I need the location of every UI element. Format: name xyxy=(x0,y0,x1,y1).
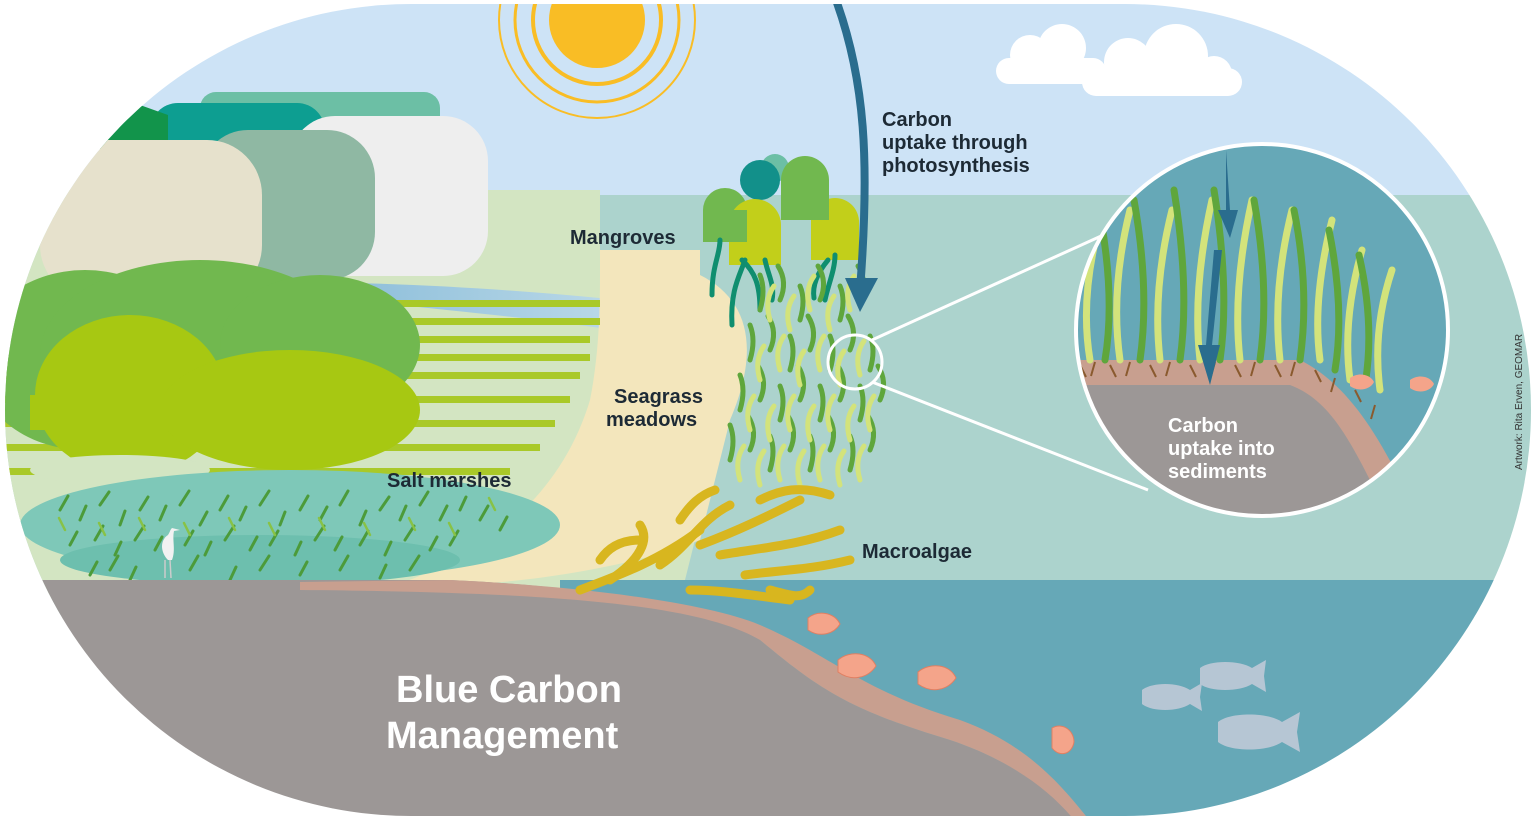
salt-marsh xyxy=(20,470,560,585)
label-seagrass-1: Seagrass xyxy=(614,386,703,408)
macroalgae-cluster xyxy=(575,485,855,605)
zoom-inset xyxy=(1074,142,1450,518)
label-sediment-2: uptake into xyxy=(1168,438,1275,460)
seafloor xyxy=(5,580,1080,816)
bushes xyxy=(5,260,420,485)
label-salt-marshes: Salt marshes xyxy=(387,470,512,492)
label-photosynthesis-2: uptake through xyxy=(882,132,1028,154)
cloud-icon xyxy=(996,24,1242,96)
label-mangroves: Mangroves xyxy=(570,227,676,249)
label-photosynthesis-1: Carbon xyxy=(882,109,952,131)
title-line-1: Blue Carbon xyxy=(396,669,622,711)
label-macroalgae: Macroalgae xyxy=(862,541,972,563)
mangroves-trees xyxy=(703,154,859,328)
carbon-uptake-arrow xyxy=(832,4,878,312)
hills xyxy=(40,92,488,300)
title-line-2: Management xyxy=(386,715,619,757)
label-photosynthesis-3: photosynthesis xyxy=(882,155,1030,177)
heron-icon xyxy=(162,528,180,579)
zoom-source-circle xyxy=(826,333,884,391)
label-seagrass-2: meadows xyxy=(606,409,697,431)
krill-icon xyxy=(807,612,1075,755)
beach-sand xyxy=(380,270,747,590)
label-sediment-3: sediments xyxy=(1168,461,1267,483)
seagrass-meadow xyxy=(727,263,886,488)
sun-icon xyxy=(498,4,696,119)
beach-sand-upper xyxy=(600,250,700,280)
fish-icon xyxy=(1142,660,1300,752)
zoom-lines xyxy=(871,230,1149,492)
label-sediment-1: Carbon xyxy=(1168,415,1238,437)
artwork-credit: Artwork: Rita Erven, GEOMAR xyxy=(1514,334,1525,470)
